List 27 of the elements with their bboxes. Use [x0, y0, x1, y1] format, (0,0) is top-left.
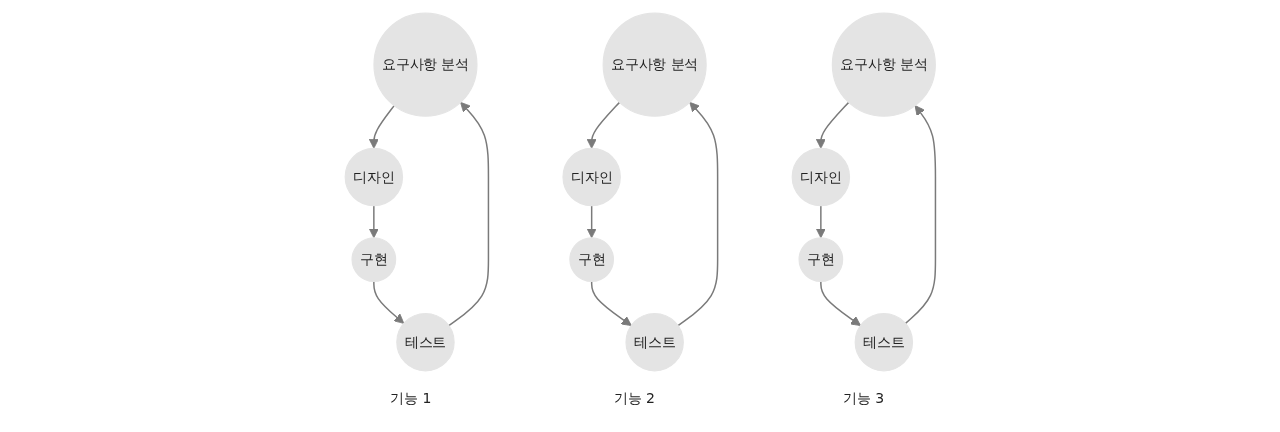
- diagram-caption: 기능 2: [613, 390, 655, 408]
- arrow: [447, 101, 489, 327]
- arrow: [819, 280, 861, 326]
- arrow: [372, 280, 404, 324]
- diagram-caption: 기능 3: [842, 390, 885, 408]
- node-circle: 테스트: [395, 312, 455, 372]
- node-circle: 요구사항 분석: [373, 12, 478, 117]
- node-circle: 디자인: [562, 147, 621, 207]
- arrow: [904, 105, 936, 325]
- node-circle: 요구사항 분석: [831, 12, 936, 117]
- arrow: [815, 101, 850, 149]
- diagram-caption: 기능 1: [390, 390, 432, 408]
- arrow: [590, 280, 632, 326]
- node-circle: 테스트: [854, 312, 913, 372]
- node-circle: 구현: [351, 237, 396, 282]
- arrow: [586, 101, 620, 149]
- arrow: [815, 204, 826, 239]
- node-circle: 디자인: [344, 147, 403, 207]
- node-circle: 테스트: [625, 312, 684, 372]
- node-circle: 요구사항 분석: [602, 12, 707, 117]
- arrow: [676, 101, 719, 327]
- node-circle: 구현: [569, 237, 614, 282]
- arrow: [586, 204, 597, 239]
- arrow: [368, 204, 379, 239]
- node-circle: 구현: [798, 237, 843, 282]
- node-circle: 디자인: [791, 147, 850, 207]
- arrow: [368, 104, 395, 149]
